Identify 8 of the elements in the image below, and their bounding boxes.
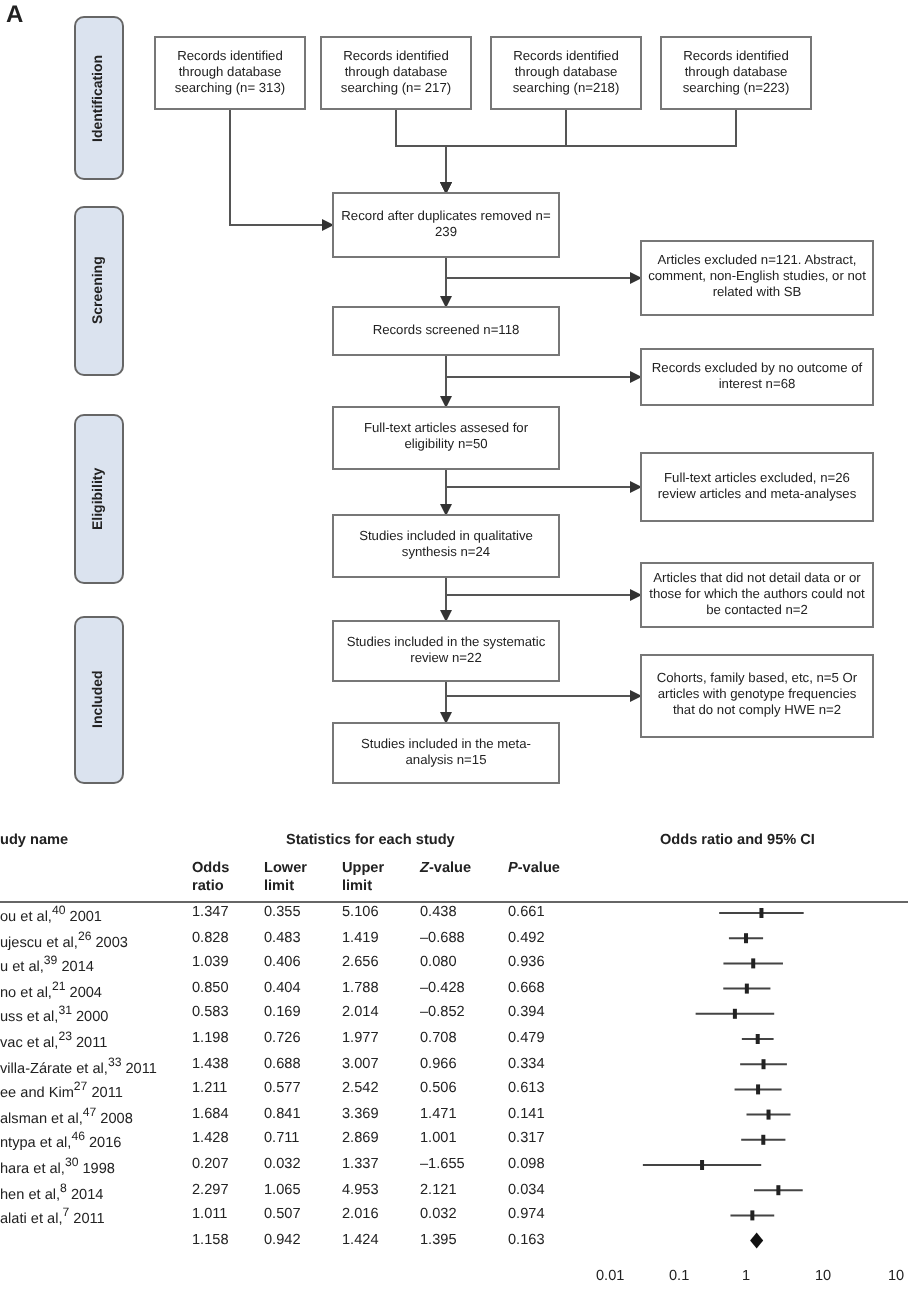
arrow (440, 109, 737, 194)
arrow (445, 577, 642, 601)
arrow (229, 109, 334, 231)
arrow (445, 681, 642, 702)
arrow (445, 355, 642, 383)
arrow (445, 469, 642, 493)
panel-letter: A (6, 6, 24, 23)
arrow (445, 257, 642, 284)
